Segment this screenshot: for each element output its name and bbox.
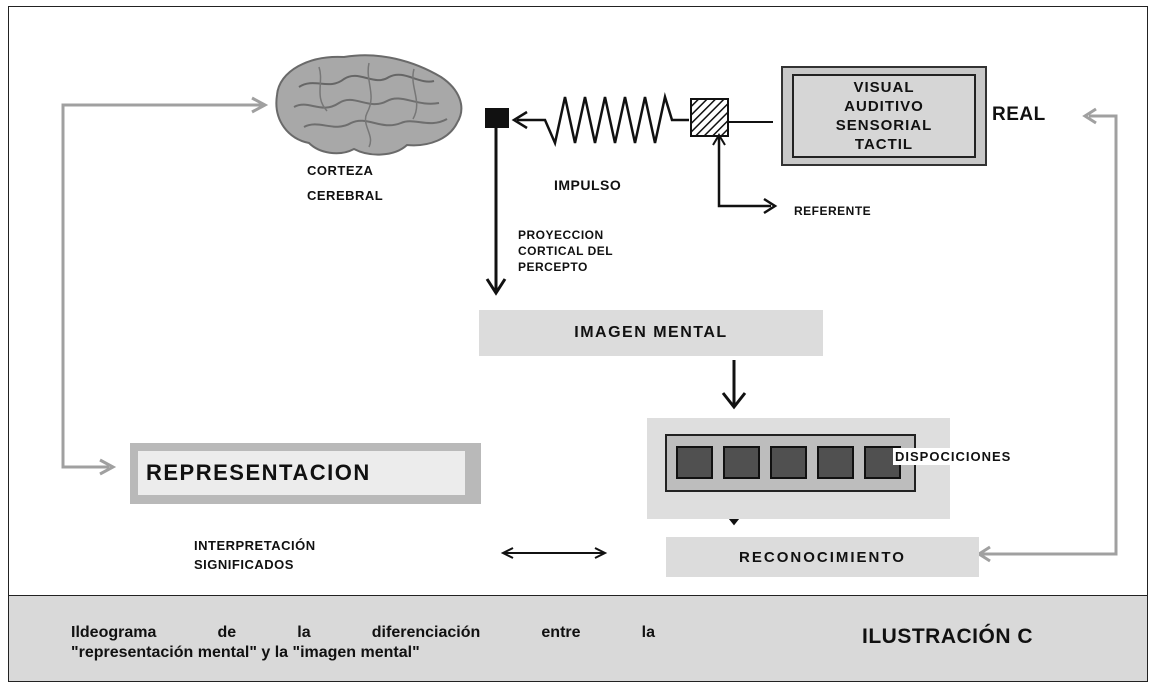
imagen-to-disp-arrowhead [721, 392, 747, 410]
right-loop-arrowhead-bottom [976, 545, 991, 563]
representacion-inner: REPRESENTACION [138, 451, 465, 495]
imagen-mental-label: IMAGEN MENTAL [574, 324, 728, 341]
reconocimiento-label: RECONOCIMIENTO [739, 548, 906, 566]
label-proyeccion-3: PERCEPTO [518, 260, 588, 274]
label-referente: REFERENTE [794, 204, 872, 218]
senses-box-inner: VISUAL AUDITIVO SENSORIAL TACTIL [792, 74, 976, 158]
interp-recon-arrowhead-right [594, 547, 608, 559]
disposiciones-box [647, 418, 950, 519]
disposition-slot [817, 446, 854, 479]
disposition-slot [723, 446, 760, 479]
label-proyeccion-1: PROYECCION [518, 228, 604, 242]
impulse-arrowhead [511, 110, 528, 130]
label-cerebral: CEREBRAL [307, 188, 384, 203]
projection-arrowhead [485, 278, 507, 296]
brain-illustration [275, 54, 463, 156]
imagen-mental-box: IMAGEN MENTAL [479, 310, 823, 356]
reconocimiento-box: RECONOCIMIENTO [666, 537, 979, 577]
disposition-slot [770, 446, 807, 479]
representacion-label: REPRESENTACION [146, 460, 371, 485]
referente-arrow [717, 136, 771, 208]
disposition-slot [676, 446, 713, 479]
left-loop-line [61, 103, 263, 469]
left-loop-arrowhead-bottom [99, 458, 117, 476]
sense-tactil: TACTIL [854, 136, 914, 153]
referente-uparrow [712, 133, 726, 146]
caption-line-1: Ildeograma de la diferenciación entre la [71, 624, 655, 641]
representacion-box: REPRESENTACION [130, 443, 481, 504]
figure-label: ILUSTRACIÓN C [862, 625, 1033, 648]
left-loop-arrowhead-top [251, 96, 269, 114]
sense-visual: VISUAL [853, 79, 915, 96]
sense-auditivo: AUDITIVO [844, 98, 924, 115]
right-loop-line [981, 114, 1118, 556]
label-proyeccion-2: CORTICAL DEL [518, 244, 614, 258]
label-significados: SIGNIFICADOS [194, 557, 294, 572]
disposiciones-inner [665, 434, 916, 492]
diagram-canvas [61, 54, 1118, 563]
caption-band [9, 595, 1147, 681]
label-disposiciones: DISPOCICIONES [893, 448, 1014, 465]
sense-sensorial: SENSORIAL [835, 117, 933, 134]
label-interpretacion: INTERPRETACIÓN [194, 538, 316, 553]
caption-line-2: "representación mental" y la "imagen men… [71, 644, 420, 661]
figure-frame: VISUAL AUDITIVO SENSORIAL TACTIL REAL CO… [8, 6, 1148, 682]
interp-recon-arrowhead-left [500, 547, 514, 559]
stimulus-square [690, 98, 729, 137]
referente-arrowhead [763, 197, 778, 215]
receptor-square [485, 108, 509, 128]
impulse-zigzag [517, 92, 689, 148]
right-loop-arrowhead-top [1082, 107, 1097, 125]
label-corteza: CORTEZA [307, 163, 374, 178]
senses-box: VISUAL AUDITIVO SENSORIAL TACTIL [781, 66, 987, 166]
label-real: REAL [992, 104, 1046, 125]
label-impulso: IMPULSO [554, 177, 622, 193]
